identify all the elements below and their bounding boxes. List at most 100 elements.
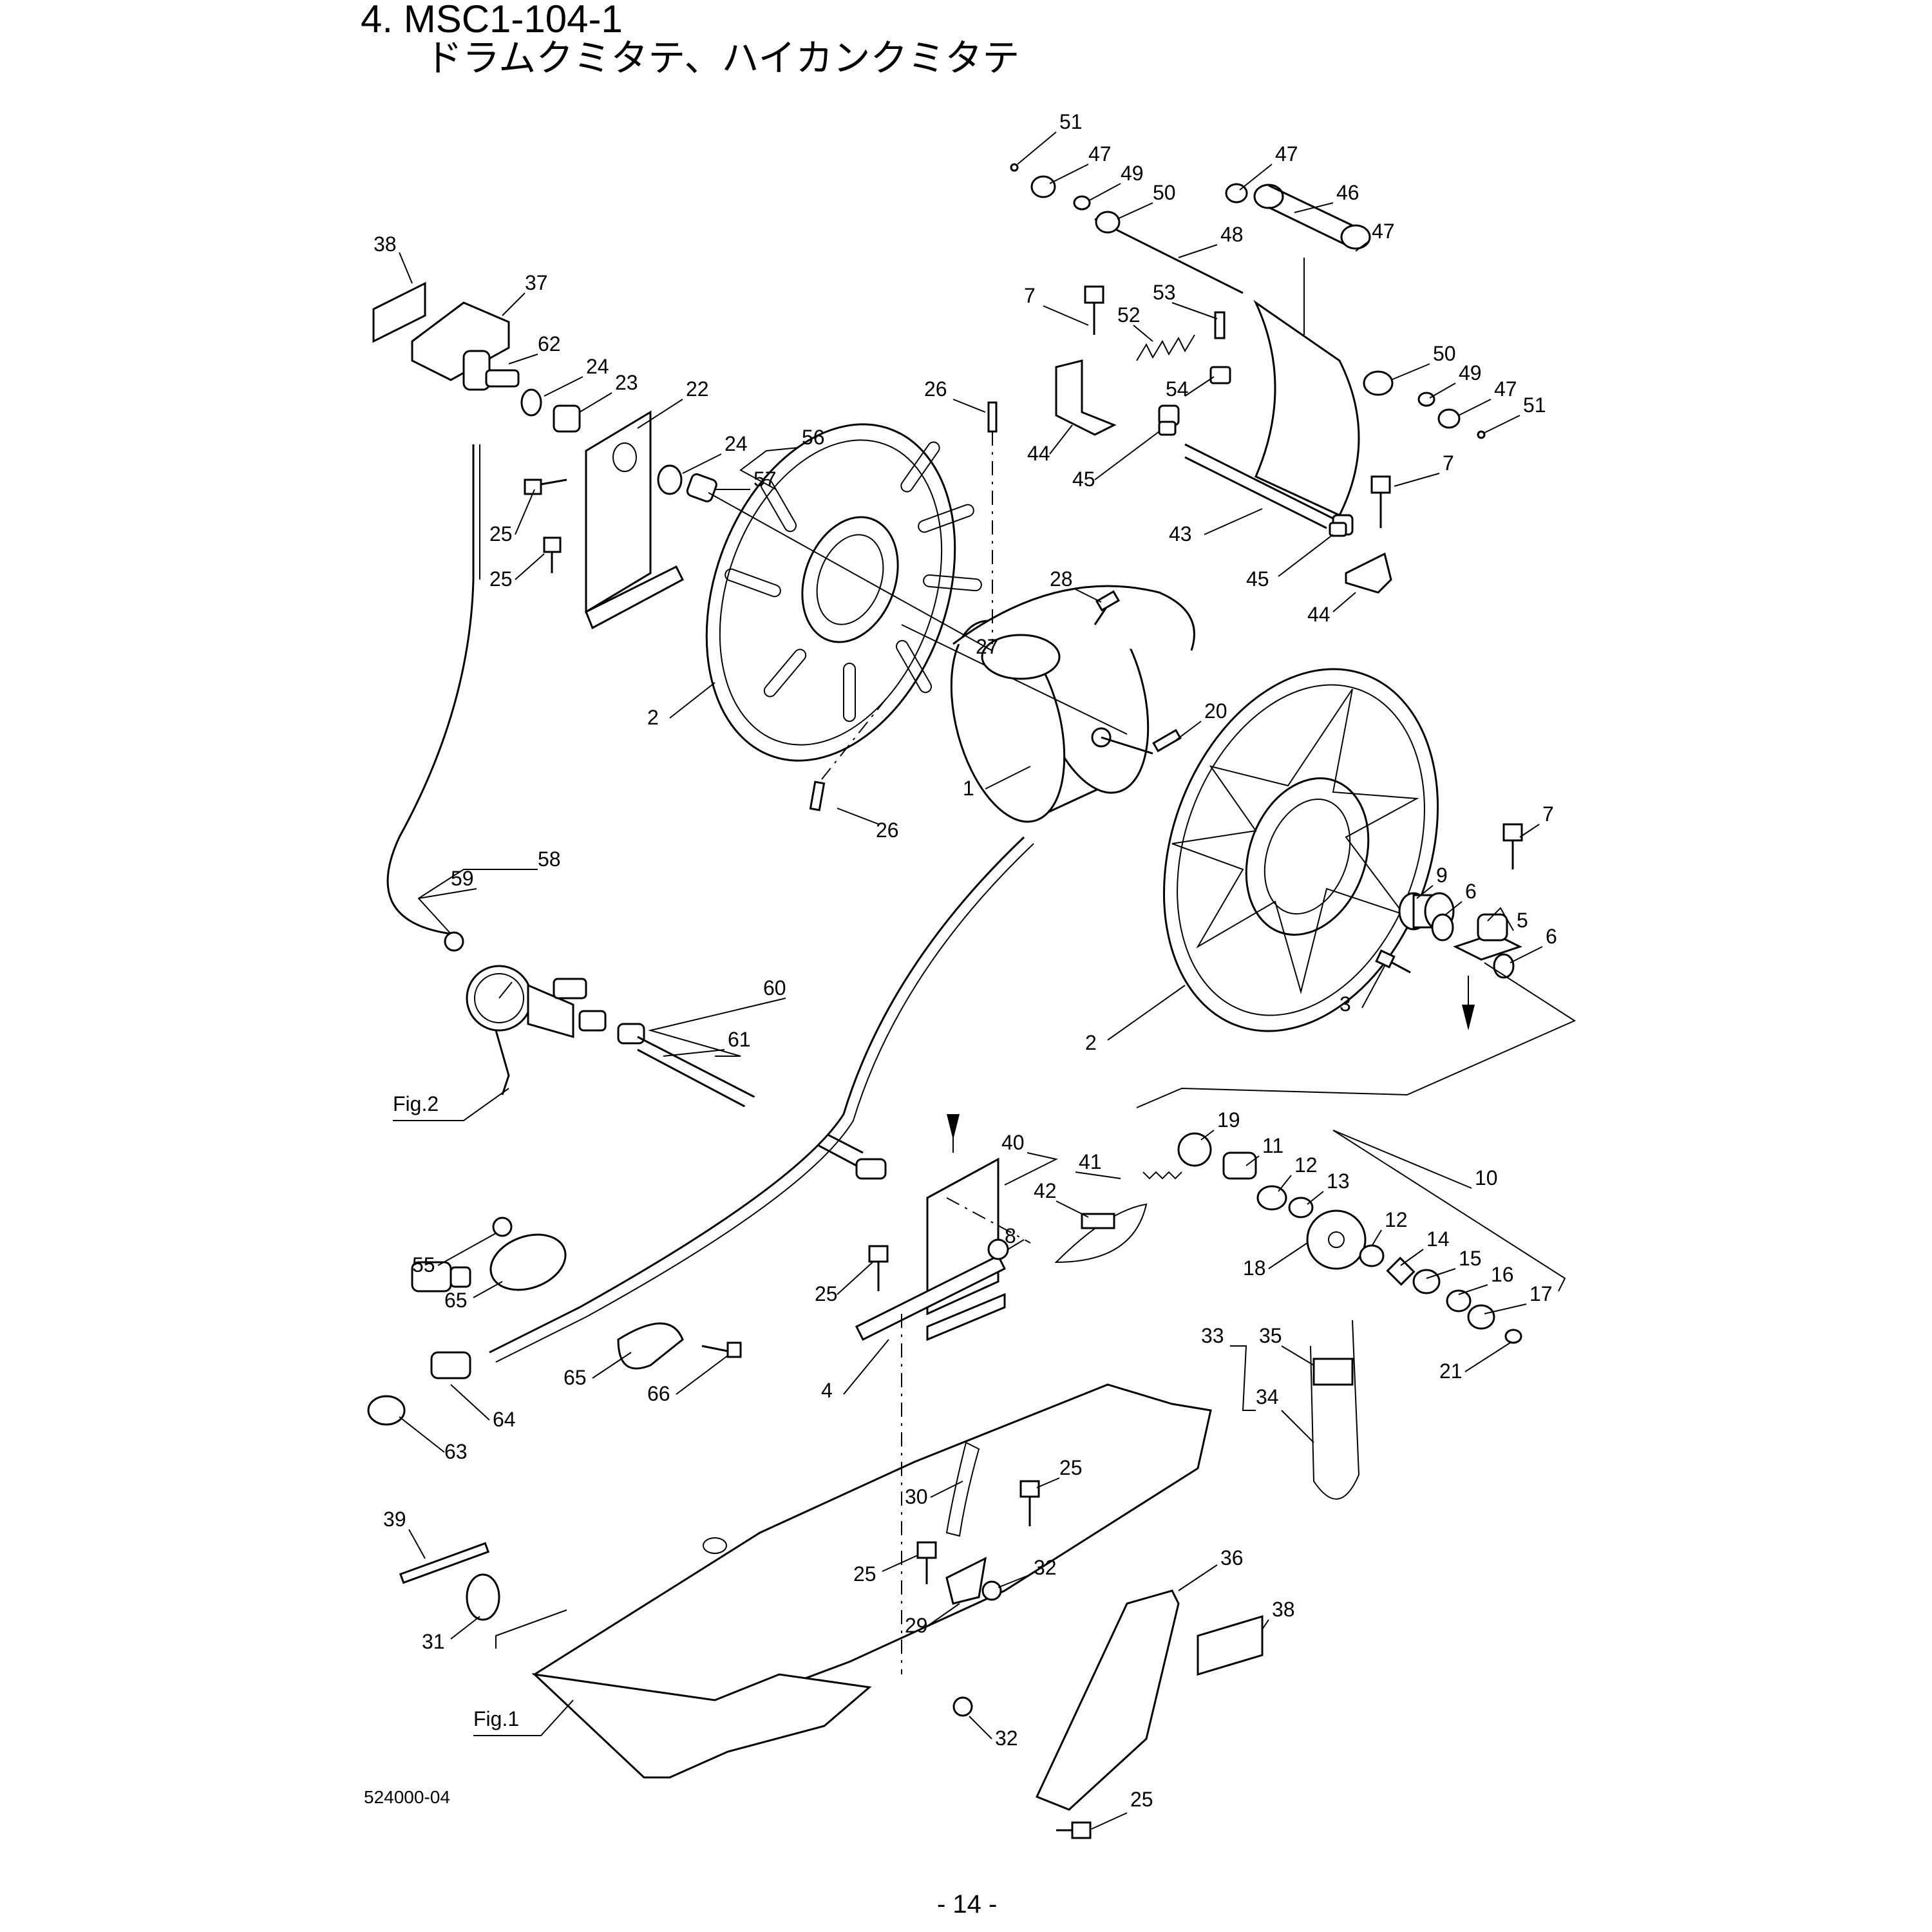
callout-17: 17 [1530, 1282, 1553, 1305]
callout-45-b: 45 [1246, 567, 1269, 591]
chain-link-41 [1142, 1171, 1182, 1180]
callout-49-b: 49 [1459, 361, 1482, 384]
pressure-gauge-manifold [444, 931, 607, 1095]
bolt-25-base-a [1019, 1480, 1040, 1526]
pin-45b [1329, 522, 1347, 537]
clamp-31 [466, 1573, 500, 1621]
label-38-top [372, 281, 426, 343]
main-hose [489, 836, 1025, 1354]
high-pressure-hose-59 [386, 444, 475, 935]
callout-25-d: 25 [1059, 1456, 1083, 1479]
chain-drive [1054, 1132, 1522, 1500]
callout-12-b: 12 [1385, 1208, 1408, 1231]
callout-25-e: 25 [853, 1562, 876, 1586]
washer-12a [1256, 1185, 1287, 1211]
page-number: - 14 - [937, 1890, 998, 1918]
callout-27: 27 [976, 635, 999, 658]
callout-47-d: 47 [1494, 377, 1517, 401]
callout-28: 28 [1050, 567, 1073, 591]
sprocket-19 [1177, 1132, 1212, 1167]
callout-51-b: 51 [1523, 393, 1546, 417]
bracket-44b [1345, 552, 1392, 594]
cable-tie-39 [399, 1542, 490, 1584]
lockwasher-16 [1446, 1289, 1472, 1312]
callout-49-a: 49 [1121, 162, 1144, 185]
ring-13 [1288, 1197, 1314, 1218]
fig2-reference: Fig.2 [393, 1092, 439, 1115]
pin-51a [1010, 163, 1019, 172]
callout-9: 9 [1436, 864, 1448, 887]
callout-55: 55 [412, 1253, 435, 1276]
bolt-7c [1502, 823, 1523, 869]
shaft-57 [686, 473, 992, 651]
bearing-assembly [1398, 892, 1522, 979]
callout-41: 41 [1079, 1150, 1102, 1173]
page-subtitle: ドラムクミタテ、ハイカンクミタテ [425, 36, 1020, 80]
nut-54 [1209, 366, 1231, 384]
callout-51-top: 51 [1059, 110, 1083, 133]
callout-45-a: 45 [1072, 468, 1095, 491]
callout-32-a: 32 [1034, 1556, 1057, 1579]
label-38-bottom [1197, 1615, 1264, 1676]
stud-26-bottom [809, 781, 826, 811]
callout-50-a: 50 [1153, 181, 1176, 204]
page-title: 4. MSC1-104-1 [361, 0, 623, 41]
callout-29: 29 [905, 1614, 928, 1637]
callout-16: 16 [1491, 1263, 1514, 1286]
callout-15: 15 [1459, 1247, 1482, 1270]
base-plate [531, 1383, 1212, 1779]
callout-20: 20 [1204, 699, 1227, 723]
callout-labels: 51 47 49 50 47 46 47 48 7 53 52 54 50 49… [374, 110, 1557, 1811]
swivel-62 [462, 350, 520, 391]
callout-42: 42 [1034, 1179, 1057, 1202]
callout-3: 3 [1340, 992, 1351, 1016]
callout-6-b: 6 [1546, 925, 1557, 948]
bolt-3 [1375, 949, 1411, 974]
fig1-reference: Fig.1 [473, 1707, 519, 1730]
callout-48: 48 [1220, 223, 1244, 246]
callout-10: 10 [1475, 1166, 1498, 1189]
callout-33: 33 [1201, 1324, 1224, 1347]
callout-62: 62 [538, 332, 561, 355]
callout-32-b: 32 [995, 1727, 1018, 1750]
bolt-25-frame [868, 1245, 889, 1291]
collar-23 [553, 404, 581, 433]
callout-7-c: 7 [1542, 802, 1554, 826]
callout-34: 34 [1256, 1385, 1279, 1408]
callout-22: 22 [686, 377, 709, 401]
callout-6-a: 6 [1465, 880, 1477, 903]
leader-lines [393, 131, 1566, 1830]
callout-56: 56 [802, 426, 825, 449]
cover-36 [1035, 1589, 1180, 1811]
nut-55 [492, 1217, 513, 1237]
callout-25-f: 25 [1130, 1788, 1153, 1811]
callout-44-a: 44 [1027, 442, 1050, 465]
callout-37: 37 [525, 271, 548, 294]
callout-1: 1 [963, 777, 974, 800]
hose-clamp-27 [981, 634, 1061, 680]
callout-31: 31 [422, 1630, 445, 1653]
callout-25-c: 25 [815, 1282, 838, 1305]
shaft-48 [1094, 218, 1244, 294]
callout-13: 13 [1327, 1170, 1350, 1193]
callout-40: 40 [1001, 1131, 1025, 1154]
shaft-key [1152, 728, 1182, 753]
bolt-53 [1214, 311, 1226, 339]
callout-25-a: 25 [489, 522, 513, 545]
callout-21: 21 [1439, 1359, 1463, 1383]
frame-4 [855, 1157, 1007, 1341]
nut-17 [1467, 1304, 1495, 1330]
callout-39: 39 [383, 1508, 406, 1531]
chain-34 [1310, 1320, 1360, 1500]
callout-52: 52 [1117, 303, 1141, 327]
bolt-7a [1084, 285, 1104, 335]
callout-46: 46 [1336, 181, 1359, 204]
callout-2-a: 2 [647, 706, 659, 729]
washer-12b [1359, 1244, 1385, 1267]
callout-24-b: 24 [724, 432, 748, 455]
callout-4: 4 [821, 1379, 833, 1402]
callout-25-b: 25 [489, 567, 513, 591]
callout-47-c: 47 [1372, 220, 1395, 243]
callout-35: 35 [1259, 1324, 1282, 1347]
